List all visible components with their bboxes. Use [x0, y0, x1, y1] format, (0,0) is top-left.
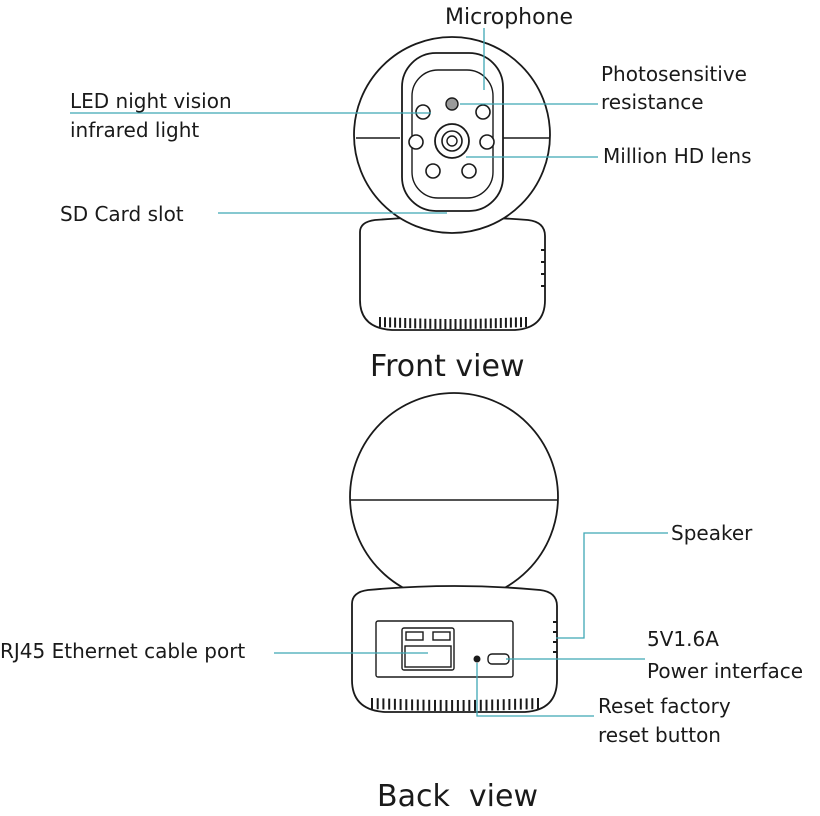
ir-led — [408, 134, 424, 150]
front-side-marks — [541, 249, 545, 287]
caption-back-view: Back view — [377, 779, 538, 814]
lens — [434, 123, 470, 159]
back-view-camera — [349, 392, 559, 713]
front-view-camera — [353, 36, 551, 331]
label-infrared-light: infrared light — [70, 118, 199, 142]
ir-leds — [408, 104, 495, 179]
back-ball — [349, 392, 559, 602]
label-led-night-vision: LED night vision — [70, 89, 232, 113]
label-hd-lens: Million HD lens — [603, 144, 752, 168]
label-reset-button: reset button — [598, 723, 721, 747]
photosensor — [445, 97, 459, 111]
label-rj45: RJ45 Ethernet cable port — [0, 639, 245, 663]
front-base — [359, 216, 546, 331]
caption-front-view: Front view — [370, 349, 525, 384]
label-microphone: Microphone — [445, 5, 573, 30]
ir-led — [479, 134, 495, 150]
reset-button — [473, 655, 481, 663]
label-resistance: resistance — [601, 90, 704, 114]
label-reset-factory: Reset factory — [598, 694, 731, 718]
ir-led — [461, 163, 477, 179]
rj45-port — [401, 627, 455, 671]
label-5v16a: 5V1.6A — [647, 627, 719, 651]
label-photosensitive: Photosensitive — [601, 62, 747, 86]
back-vents — [371, 698, 539, 711]
label-power-interface: Power interface — [647, 659, 803, 683]
front-leader-lines — [70, 28, 598, 214]
ir-led — [415, 104, 431, 120]
ir-led — [425, 163, 441, 179]
label-sd-card-slot: SD Card slot — [60, 202, 184, 226]
ir-led — [475, 104, 491, 120]
back-leader-lines — [274, 532, 668, 717]
port-panel — [375, 620, 514, 678]
label-speaker: Speaker — [671, 521, 753, 545]
speaker-grille — [553, 621, 557, 653]
front-vents — [379, 317, 527, 329]
